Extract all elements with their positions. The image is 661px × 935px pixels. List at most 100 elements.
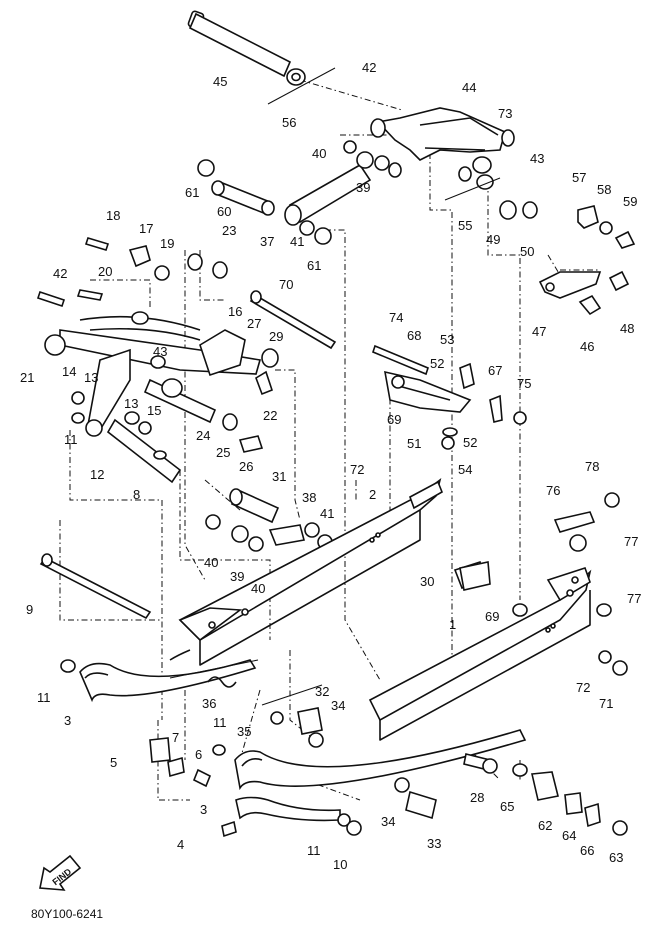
callout-label: 13 <box>84 370 98 385</box>
callout-label: 76 <box>546 483 560 498</box>
callout-label: 44 <box>462 80 476 95</box>
callout-label: 39 <box>230 569 244 584</box>
callout-label: 65 <box>500 799 514 814</box>
callout-label: 37 <box>260 234 274 249</box>
shaft-60 <box>197 159 275 216</box>
callout-label: 54 <box>458 462 472 477</box>
callout-label: 36 <box>202 696 216 711</box>
callout-label: 67 <box>488 363 502 378</box>
callout-label: 48 <box>620 321 634 336</box>
callout-label: 71 <box>599 696 613 711</box>
callout-label: 25 <box>216 445 230 460</box>
callout-label: 56 <box>282 115 296 130</box>
front-arm-assembly <box>36 237 279 437</box>
callout-label: 61 <box>307 258 321 273</box>
callout-label: 69 <box>485 609 499 624</box>
callout-label: 45 <box>213 74 227 89</box>
callout-label: 57 <box>572 170 586 185</box>
callout-label: 16 <box>228 304 242 319</box>
callout-label: 30 <box>420 574 434 589</box>
callout-label: 11 <box>307 843 321 858</box>
callout-label: 11 <box>64 432 78 447</box>
callout-label: 74 <box>389 310 403 325</box>
callout-label: 62 <box>538 818 552 833</box>
callout-label: 28 <box>470 790 484 805</box>
callout-label: 61 <box>185 185 199 200</box>
callout-label: 24 <box>196 428 210 443</box>
callout-label: 46 <box>580 339 594 354</box>
callout-label: 51 <box>407 436 421 451</box>
callout-label: 40 <box>312 146 326 161</box>
callout-label: 53 <box>440 332 454 347</box>
callout-label: 9 <box>26 602 33 617</box>
callout-label: 78 <box>585 459 599 474</box>
callout-label: 41 <box>290 234 304 249</box>
right-rail-1 <box>368 560 612 741</box>
callout-label: 77 <box>627 591 641 606</box>
left-ski-3 <box>60 659 257 703</box>
callout-label: 4 <box>177 837 184 852</box>
callout-label: 34 <box>381 814 395 829</box>
callout-label: 18 <box>106 208 120 223</box>
callout-label: 43 <box>153 344 167 359</box>
callout-label: 70 <box>279 277 293 292</box>
top-shaft <box>187 10 336 105</box>
callout-label: 8 <box>133 487 140 502</box>
callout-label: 60 <box>217 204 231 219</box>
callout-label: 20 <box>98 264 112 279</box>
callout-label: 1 <box>449 617 456 632</box>
callout-label: 34 <box>331 698 345 713</box>
callout-label: 52 <box>430 356 444 371</box>
callout-label: 32 <box>315 684 329 699</box>
callout-label: 64 <box>562 828 576 843</box>
callout-label: 22 <box>263 408 277 423</box>
spring-36 <box>169 659 259 688</box>
callout-label: 42 <box>362 60 376 75</box>
callout-label: 14 <box>62 364 76 379</box>
diagram-code: 80Y100-6241 <box>31 907 103 921</box>
callout-label: 72 <box>576 680 590 695</box>
callout-label: 35 <box>237 724 251 739</box>
callout-label: 13 <box>124 396 138 411</box>
callout-label: 10 <box>333 857 347 872</box>
callout-label: 42 <box>53 266 67 281</box>
callout-label: 55 <box>458 218 472 233</box>
collar-31 <box>205 488 333 552</box>
callout-label: 43 <box>530 151 544 166</box>
callout-label: 19 <box>160 236 174 251</box>
callout-label: 38 <box>302 490 316 505</box>
callout-label: 21 <box>20 370 34 385</box>
callout-label: 31 <box>272 469 286 484</box>
callout-label: 77 <box>624 534 638 549</box>
callout-numbers: 45 56 42 44 73 40 43 57 58 59 61 39 60 3… <box>20 60 641 872</box>
right-bracket <box>499 200 636 316</box>
callout-label: 39 <box>356 180 370 195</box>
center-linkage <box>372 344 527 450</box>
callout-label: 49 <box>486 232 500 247</box>
rear-arm-upper <box>370 107 515 201</box>
shock-absorber <box>284 140 402 245</box>
callout-label: 7 <box>172 730 179 745</box>
callout-label: 47 <box>532 324 546 339</box>
callout-label: 59 <box>623 194 637 209</box>
callout-label: 6 <box>195 747 202 762</box>
callout-label: 63 <box>609 850 623 865</box>
callout-label: 72 <box>350 462 364 477</box>
callout-label: 40 <box>251 581 265 596</box>
callout-label: 58 <box>597 182 611 197</box>
callout-label: 11 <box>37 690 51 705</box>
callout-label: 2 <box>369 487 376 502</box>
callout-label: 69 <box>387 412 401 427</box>
callout-label: 52 <box>463 435 477 450</box>
callout-label: 26 <box>239 459 253 474</box>
callout-label: 15 <box>147 403 161 418</box>
callout-label: 3 <box>200 802 207 817</box>
callout-label: 29 <box>269 329 283 344</box>
callout-label: 27 <box>247 316 261 331</box>
front-shock-8 <box>106 413 264 484</box>
callout-label: 75 <box>517 376 531 391</box>
callout-label: 17 <box>139 221 153 236</box>
find-arrow-icon: FIND <box>39 854 82 891</box>
callout-label: 73 <box>498 106 512 121</box>
